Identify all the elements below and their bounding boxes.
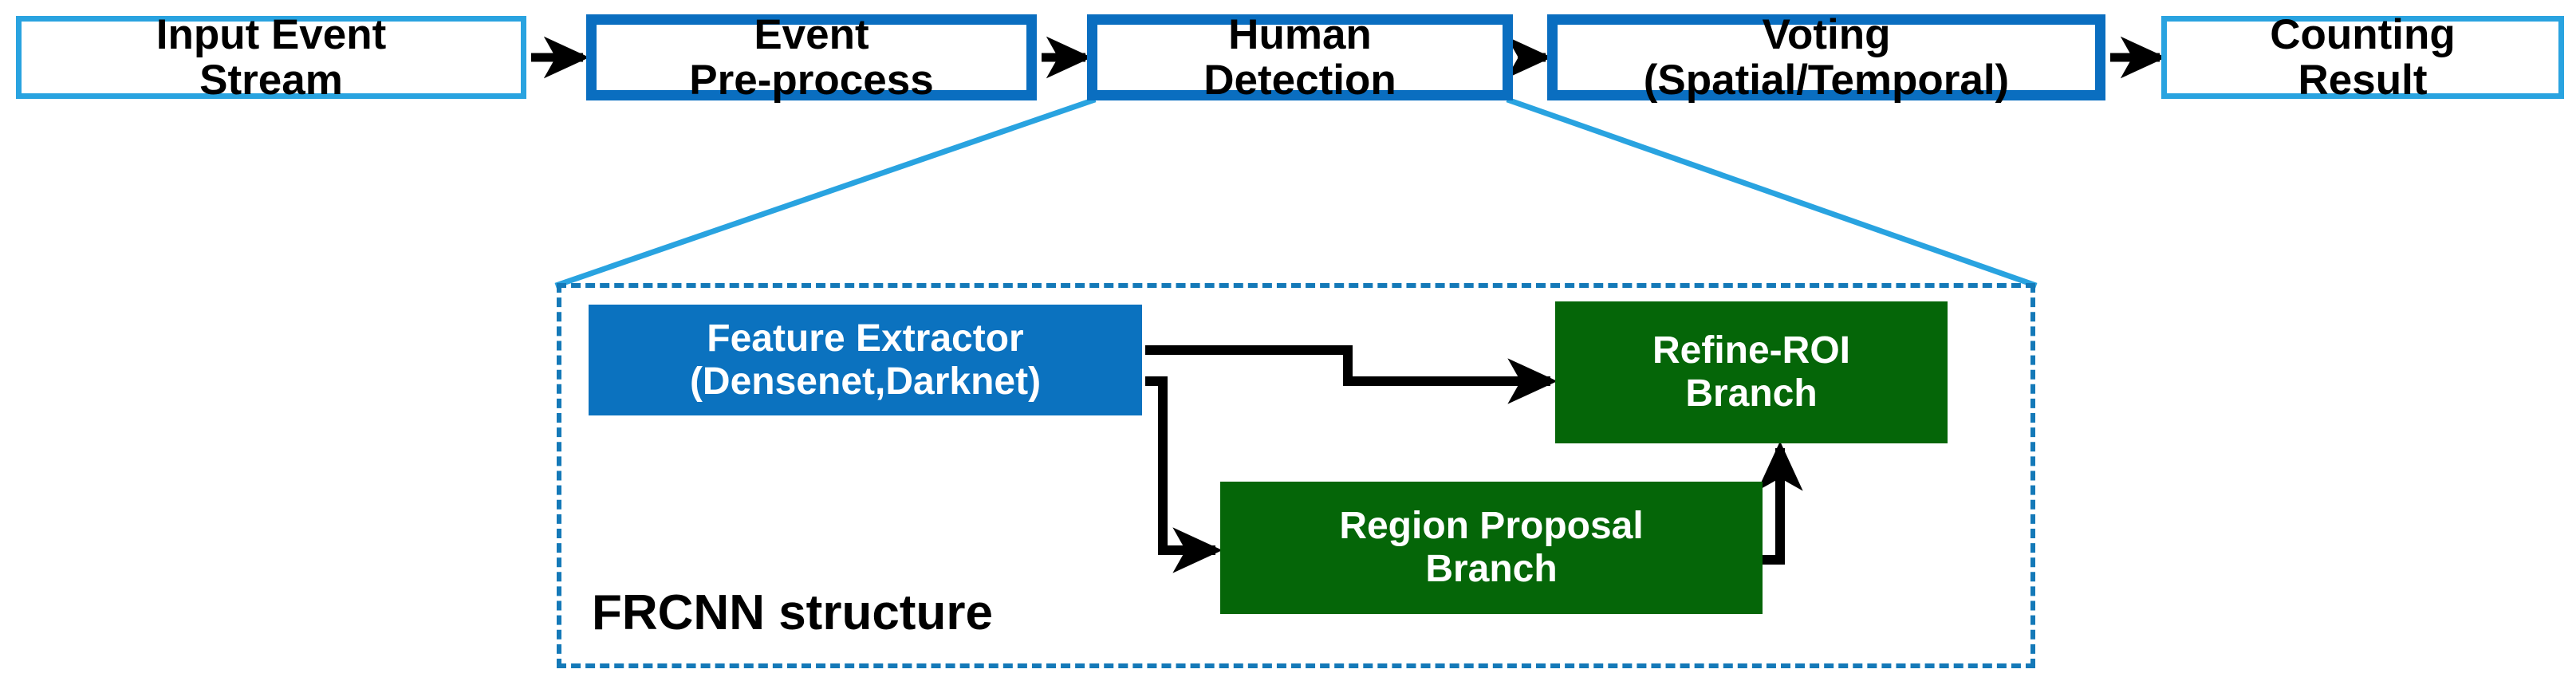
callout-line-right [1506,96,2038,289]
stage-counting-result[interactable]: Counting Result [2161,12,2564,103]
stage-label-line-2: Pre-process [689,57,934,104]
stage-human-detection[interactable]: Human Detection [1087,10,1513,104]
stage-voting[interactable]: Voting (Spatial/Temporal) [1547,10,2105,104]
stage-label-line-1: Event [754,10,869,58]
frcnn-structure-label: FRCNN structure [592,585,993,640]
callout-line-left [554,96,1097,289]
module-label-line-2: Branch [1685,372,1818,415]
module-region-proposal-branch[interactable]: Region Proposal Branch [1220,482,1763,614]
stage-label-line-1: Human [1228,10,1372,58]
module-label-line-2: (Densenet,Darknet) [689,360,1042,403]
stage-label-line-1: Voting [1762,10,1891,58]
stage-label-line-2: Detection [1203,57,1396,104]
stage-label-line-1: Counting [2270,10,2456,58]
module-refine-roi-branch[interactable]: Refine-ROI Branch [1555,301,1948,443]
stage-label-line-1: Input Event [156,10,387,58]
stage-input-event-stream[interactable]: Input Event Stream [16,12,526,103]
module-feature-extractor[interactable]: Feature Extractor (Densenet,Darknet) [589,305,1142,415]
module-label-line-2: Branch [1425,548,1558,590]
stage-label-line-2: Stream [199,57,343,104]
module-label-line-1: Region Proposal [1339,505,1644,548]
module-label-line-1: Feature Extractor [707,317,1024,360]
stage-label-line-2: (Spatial/Temporal) [1643,57,2010,104]
module-label-line-1: Refine-ROI [1652,329,1850,372]
frcnn-structure-panel [557,283,2035,668]
stage-event-pre-process[interactable]: Event Pre-process [586,10,1037,104]
stage-label-line-2: Result [2298,57,2428,104]
